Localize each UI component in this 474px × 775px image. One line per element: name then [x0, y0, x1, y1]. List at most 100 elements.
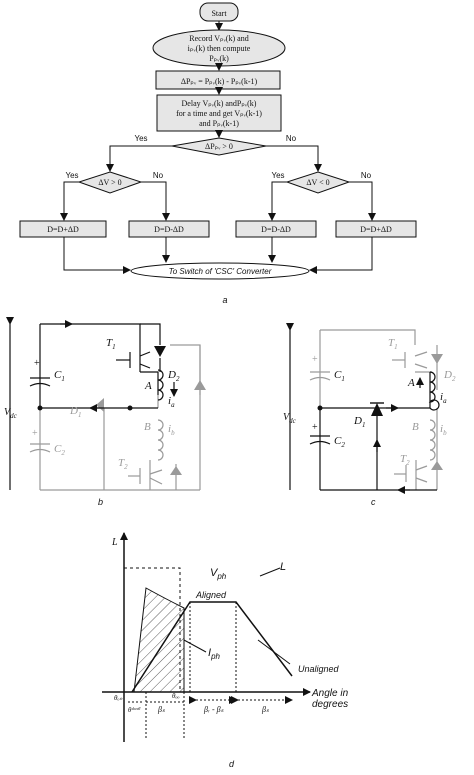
circuit-b-active: [6, 317, 178, 490]
delta-p-label: ΔPₚᵥ = Pₚᵥ(k) - Pₚᵥ(k-1): [181, 77, 258, 86]
circuit-c-d2: D2: [443, 369, 456, 383]
caption-a: a: [222, 295, 227, 305]
circuit-b-a: A: [144, 380, 152, 392]
main-yes-label: Yes: [134, 134, 147, 143]
waveform-d-text: L Vph Aligned L Iph Unaligned Angle in d…: [111, 537, 349, 769]
theta-dwell-label: θᵈʷᵉˡˡ: [128, 706, 141, 714]
delay-node: [156, 94, 282, 132]
circuit-b-node-2: [127, 405, 133, 411]
circuit-b-t2-diode: [170, 466, 182, 475]
decision-right-label: ΔV < 0: [306, 178, 329, 187]
circuit-b-vdc: Vdc: [4, 407, 18, 420]
waveform-d: [102, 532, 311, 742]
circuit-c-d1: D1: [353, 415, 365, 429]
box-1: [19, 220, 107, 238]
box-2: [128, 220, 210, 238]
circuit-b-t2: T2: [118, 457, 128, 471]
circuit-c-active: [286, 323, 440, 494]
main-no-label: No: [286, 134, 297, 143]
circuit-b-c1: C1: [54, 369, 65, 383]
circuit-b-ib: ib: [168, 423, 175, 437]
decision-right: [285, 171, 351, 194]
flowchart-text: Start Record Vₚᵥ(k) and iₚᵥ(k) then comp…: [47, 9, 392, 305]
circuit-c-c2: C2: [334, 435, 345, 449]
delay-line-2: for a time and get Vₚᵥ(k-1): [176, 109, 262, 118]
box-3: [235, 220, 317, 238]
circuit-c-vdc: Vdc: [283, 412, 297, 425]
circuit-b-plus-2: +: [32, 428, 38, 439]
box-4-label: D=D+ΔD: [360, 225, 392, 234]
circuit-c-t2-diode: [431, 461, 443, 470]
circuit-c-ib: ib: [440, 423, 447, 437]
circuit-b-node: [37, 405, 43, 411]
circuit-c-text: Vdc + C1 + C2 T1 D2 A ia D1 B ib T2 c: [283, 337, 456, 507]
circuit-b-side-diode: [194, 380, 206, 390]
theta-off-label: θₒₒ: [172, 692, 179, 700]
decision-left-label: ΔV > 0: [98, 178, 121, 187]
circuit-c-plus: +: [312, 354, 318, 365]
flowchart: [19, 2, 417, 280]
caption-d: d: [229, 759, 235, 769]
left-yes-label: Yes: [65, 171, 78, 180]
output-node: [130, 262, 310, 280]
box-4: [335, 220, 417, 238]
circuit-b: [6, 317, 206, 491]
circuit-c-node: [317, 405, 323, 411]
l-curve-label: L: [280, 561, 286, 573]
circuit-b-text: Vdc + C1 C2 + T1 D2 A ia D1 B ib T2 b: [4, 337, 180, 507]
circuit-b-t1: T1: [106, 337, 116, 351]
inductance-profile: [131, 601, 293, 693]
vph-label: Vph: [210, 567, 227, 581]
circuit-c: [286, 323, 443, 494]
caption-c: c: [371, 497, 376, 507]
decision-main: [171, 137, 267, 156]
circuit-b-plus: +: [34, 358, 40, 369]
output-label: To Switch of 'CSC' Converter: [169, 267, 272, 276]
circuit-b-ia: ia: [168, 395, 175, 409]
iph-pointer: [183, 639, 207, 653]
circuit-c-t2: T2: [400, 453, 410, 467]
right-yes-label: Yes: [271, 171, 284, 180]
circuit-c-d2-diode: [431, 354, 443, 364]
record-line-3: Pₚᵥ(k): [209, 54, 229, 63]
circuit-b-d1: D1: [69, 405, 81, 419]
caption-b: b: [98, 497, 103, 507]
right-no-label: No: [361, 171, 372, 180]
record-line-1: Record Vₚᵥ(k) and: [189, 34, 248, 43]
circuit-c-plus-2: +: [312, 422, 318, 433]
circuit-b-d1-diode: [96, 398, 104, 412]
x-axis-label-2: degrees: [312, 699, 348, 710]
l-curve-pointer: [259, 567, 281, 577]
x-axis-label-1: Angle in: [311, 688, 349, 699]
iph-label: Iph: [208, 647, 221, 661]
iph-current: [133, 587, 185, 693]
start-label: Start: [211, 9, 227, 18]
box-3-label: D=D-ΔD: [261, 225, 291, 234]
decision-left: [77, 171, 143, 194]
circuit-b-inactive: [29, 344, 201, 491]
beta-s-label: βₛ: [157, 705, 166, 714]
record-line-2: iₚᵥ(k) then compute: [188, 44, 251, 53]
circuit-c-t1: T1: [388, 337, 398, 351]
left-no-label: No: [153, 171, 164, 180]
box-2-label: D=D-ΔD: [154, 225, 184, 234]
circuit-b-b: B: [144, 421, 151, 433]
delay-line-1: Delay Vₚᵥ(k) andPₚᵥ(k): [182, 99, 257, 108]
circuit-c-a: A: [407, 377, 415, 389]
decision-main-label: ΔPₚᵥ > 0: [205, 142, 233, 151]
circuit-b-c2: C2: [54, 443, 65, 457]
theta-on-label: θₒₙ: [114, 694, 122, 702]
circuit-c-ia: ia: [440, 391, 447, 405]
circuit-c-d1-diode: [371, 403, 383, 416]
circuit-c-b: B: [412, 421, 419, 433]
aligned-label: Aligned: [195, 590, 227, 600]
circuit-b-d2: D2: [167, 369, 180, 383]
delay-line-3: and Pₚᵥ(k-1): [199, 119, 239, 128]
unaligned-label: Unaligned: [298, 664, 340, 674]
beta-r-minus-s-label: βᵣ - βₛ: [203, 705, 225, 714]
box-1-label: D=D+ΔD: [47, 225, 79, 234]
beta-s2-label: βₛ: [261, 705, 270, 714]
circuit-c-c1: C1: [334, 369, 345, 383]
circuit-c-inactive: [309, 329, 438, 490]
